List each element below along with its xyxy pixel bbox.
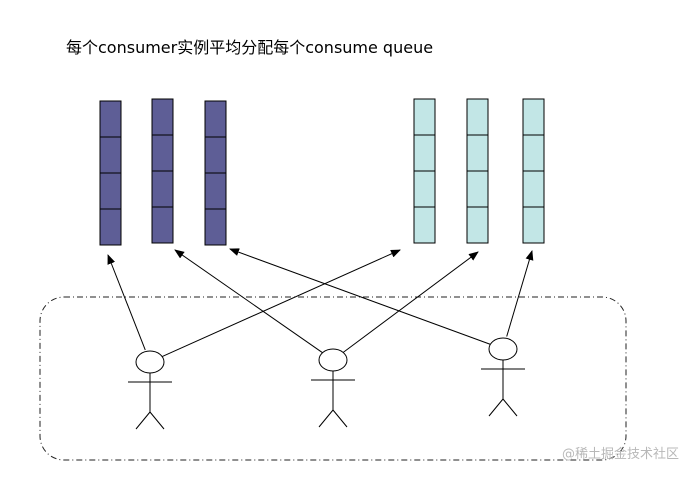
consumer-right-leg xyxy=(149,411,165,430)
queue-6-slot-1 xyxy=(522,98,545,136)
consumer-right-leg xyxy=(502,398,518,417)
consumer-2-figure xyxy=(311,348,355,428)
queue-6-slot-3 xyxy=(522,170,545,208)
queues xyxy=(99,98,545,246)
consumers xyxy=(128,337,525,430)
queue-3-slot-4 xyxy=(204,208,227,246)
consumer-head xyxy=(135,350,165,374)
queue-6-slot-4 xyxy=(522,206,545,244)
queue-4 xyxy=(413,98,436,244)
consumer-head xyxy=(488,337,518,361)
queue-2-slot-1 xyxy=(151,98,174,136)
queue-1-slot-1 xyxy=(99,100,122,138)
arrow-consumer-3-to-queue-3 xyxy=(229,248,491,345)
queue-5-slot-2 xyxy=(466,134,489,172)
queue-5-slot-1 xyxy=(466,98,489,136)
queue-1 xyxy=(99,100,122,246)
arrow-consumer-2-to-queue-5 xyxy=(343,251,479,353)
consumer-left-leg xyxy=(488,398,504,417)
consumer-group-boundary xyxy=(39,296,627,461)
arrow-consumer-1-to-queue-1 xyxy=(107,254,146,351)
consumer-3-figure xyxy=(481,337,525,417)
queue-1-slot-4 xyxy=(99,208,122,246)
queue-5 xyxy=(466,98,489,244)
consumer-left-leg xyxy=(135,411,151,430)
queue-4-slot-4 xyxy=(413,206,436,244)
consumer-left-leg xyxy=(318,409,334,428)
queue-3-slot-1 xyxy=(204,100,227,138)
queue-2-slot-2 xyxy=(151,134,174,172)
queue-4-slot-1 xyxy=(413,98,436,136)
queue-3-slot-2 xyxy=(204,136,227,174)
watermark: @稀土掘金技术社区 xyxy=(561,447,679,462)
consumer-right-leg xyxy=(332,409,348,428)
queue-1-slot-3 xyxy=(99,172,122,210)
queue-2 xyxy=(151,98,174,244)
consumer-head xyxy=(318,348,348,372)
diagram-title: 每个consumer实例平均分配每个consume queue xyxy=(66,38,434,57)
queue-4-slot-3 xyxy=(413,170,436,208)
assignment-arrows xyxy=(107,248,534,358)
queue-4-slot-2 xyxy=(413,134,436,172)
arrow-consumer-3-to-queue-6 xyxy=(506,250,534,337)
queue-1-slot-2 xyxy=(99,136,122,174)
arrow-consumer-1-to-queue-4 xyxy=(161,249,401,358)
arrow-consumer-2-to-queue-2 xyxy=(174,249,323,353)
queue-2-slot-4 xyxy=(151,206,174,244)
queue-6 xyxy=(522,98,545,244)
queue-5-slot-3 xyxy=(466,170,489,208)
queue-6-slot-2 xyxy=(522,134,545,172)
queue-2-slot-3 xyxy=(151,170,174,208)
queue-5-slot-4 xyxy=(466,206,489,244)
queue-3-slot-3 xyxy=(204,172,227,210)
queue-3 xyxy=(204,100,227,246)
consumer-1-figure xyxy=(128,350,172,430)
